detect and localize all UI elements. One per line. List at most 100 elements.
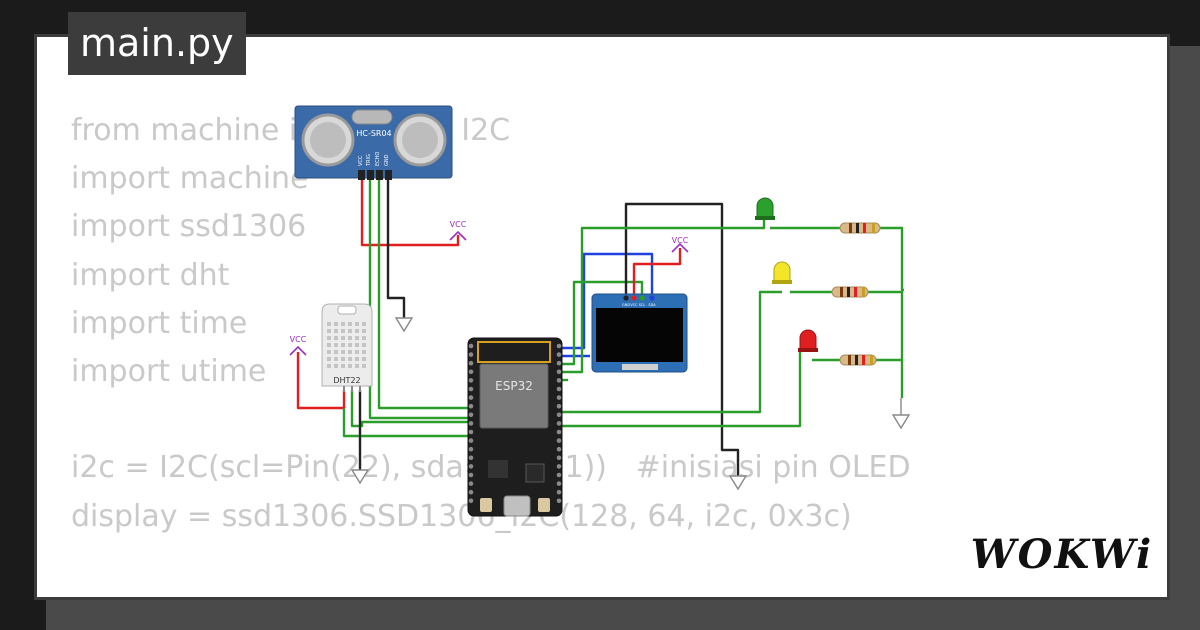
ground-symbol bbox=[891, 414, 911, 430]
grille-hole bbox=[362, 322, 366, 326]
grille-hole bbox=[334, 350, 338, 354]
pin-dot bbox=[556, 481, 562, 486]
grille-hole bbox=[348, 329, 352, 333]
grille-hole bbox=[327, 364, 331, 368]
grille-hole bbox=[341, 364, 345, 368]
grille-hole bbox=[334, 322, 338, 326]
grille-hole bbox=[348, 350, 352, 354]
code-line: display = ssd1306.SSD1306_I2C(128, 64, i… bbox=[71, 498, 852, 534]
grille-hole bbox=[348, 322, 352, 326]
pin-dot bbox=[556, 386, 562, 392]
wire-green bbox=[480, 290, 782, 414]
grille-hole bbox=[327, 343, 331, 347]
pin-dot bbox=[468, 421, 474, 426]
grille-hole bbox=[341, 322, 345, 326]
pin-dot bbox=[468, 438, 474, 443]
pin-dot bbox=[556, 464, 562, 469]
grille-hole bbox=[348, 364, 352, 368]
esp32-board: ESP32 bbox=[467, 337, 563, 517]
grille-hole bbox=[348, 336, 352, 340]
grille-hole bbox=[341, 329, 345, 333]
grille-hole bbox=[334, 364, 338, 368]
pin-dot bbox=[468, 489, 474, 495]
pin-dot bbox=[556, 369, 562, 375]
pin-dot bbox=[556, 360, 562, 366]
ground-symbol bbox=[394, 317, 414, 333]
led-yellow bbox=[772, 261, 792, 284]
grille-hole bbox=[362, 336, 366, 340]
wire-green bbox=[377, 180, 480, 410]
pin-dot bbox=[468, 455, 474, 461]
pin-dot bbox=[468, 403, 474, 409]
pin-dot bbox=[468, 378, 474, 383]
wire-black bbox=[386, 180, 406, 318]
grille-hole bbox=[355, 322, 359, 326]
pin-dot bbox=[468, 360, 474, 366]
led-green bbox=[755, 197, 775, 220]
file-tab[interactable]: main.py bbox=[68, 12, 246, 75]
pin-dot bbox=[468, 464, 474, 469]
pin-label: GND bbox=[384, 154, 390, 166]
grille-hole bbox=[327, 350, 331, 354]
grille-hole bbox=[327, 329, 331, 333]
pin-dot bbox=[556, 352, 562, 357]
pin-dot bbox=[556, 498, 562, 504]
wire-green bbox=[562, 220, 766, 374]
dht22-sensor: DHT22 bbox=[321, 303, 373, 392]
vcc-label: VCC bbox=[290, 335, 307, 344]
wokwi-logo[interactable]: WOKWi bbox=[972, 526, 1152, 578]
pin-label: TRIG bbox=[366, 154, 372, 167]
vcc-label: VCC bbox=[450, 220, 467, 229]
code-line: d15 = Pin(27, Pin.IN) #inisiasi pin DHT2… bbox=[71, 589, 911, 597]
grille-hole bbox=[341, 336, 345, 340]
grille-hole bbox=[327, 357, 331, 361]
pin-dot bbox=[468, 352, 474, 357]
wire-green bbox=[876, 358, 904, 398]
wire-green bbox=[880, 226, 904, 292]
wire-green bbox=[368, 180, 480, 420]
vcc-symbol bbox=[449, 230, 467, 241]
esp32-label: ESP32 bbox=[495, 379, 533, 393]
grille-hole bbox=[327, 336, 331, 340]
vcc-symbol bbox=[289, 345, 307, 356]
resistor bbox=[831, 286, 869, 298]
pin-label: GND bbox=[622, 303, 630, 307]
pin-dot bbox=[556, 455, 562, 461]
grille-hole bbox=[362, 329, 366, 333]
pin-dot bbox=[468, 395, 474, 400]
wire-green bbox=[868, 290, 904, 360]
pin-dot bbox=[468, 498, 474, 504]
pin-dot bbox=[556, 446, 562, 452]
grille-hole bbox=[362, 364, 366, 368]
ultrasonic-sensor: HC-SR04 VCC TRIG ECHO GND bbox=[294, 105, 453, 180]
resistor bbox=[839, 354, 877, 366]
grille-hole bbox=[327, 322, 331, 326]
wire-green bbox=[350, 390, 470, 428]
dht22-label: DHT22 bbox=[333, 376, 360, 385]
pin-dot bbox=[556, 395, 562, 400]
ground-symbol bbox=[728, 475, 748, 491]
vcc-label: VCC bbox=[672, 236, 689, 245]
code-line: import ssd1306 bbox=[71, 209, 307, 245]
oled-display: GND VCC SCL SDA bbox=[591, 293, 688, 373]
code-line: import machine bbox=[71, 161, 309, 197]
wire-green bbox=[342, 408, 470, 438]
grille-hole bbox=[348, 343, 352, 347]
pin-dot bbox=[556, 412, 562, 418]
grille-hole bbox=[355, 364, 359, 368]
ground-symbol bbox=[350, 469, 370, 485]
wire-red bbox=[360, 180, 460, 247]
code-line: import dht bbox=[71, 257, 230, 293]
pin-dot bbox=[468, 472, 474, 478]
ultrasonic-label: HC-SR04 bbox=[356, 129, 391, 138]
wire-blue bbox=[562, 252, 654, 350]
grille-hole bbox=[341, 343, 345, 347]
led-red bbox=[798, 329, 818, 352]
pin-label: ECHO bbox=[375, 152, 381, 166]
pin-dot bbox=[556, 438, 562, 443]
grille-hole bbox=[355, 329, 359, 333]
pin-dot bbox=[468, 446, 474, 452]
grille-hole bbox=[362, 350, 366, 354]
grille-hole bbox=[341, 357, 345, 361]
